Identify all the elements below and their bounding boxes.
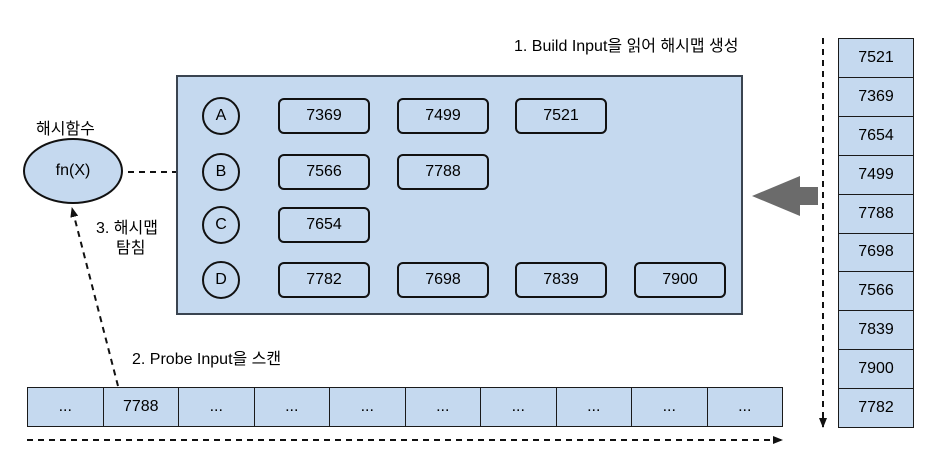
node-d-2: 7839	[515, 262, 607, 298]
probe-cell: ...	[330, 388, 406, 426]
node-b-1: 7788	[397, 154, 489, 190]
node-d-3: 7900	[634, 262, 726, 298]
probe-cell: ...	[405, 388, 481, 426]
probe-cell: ...	[179, 388, 255, 426]
probe-cell: ...	[254, 388, 330, 426]
build-step-label: 1. Build Input을 읽어 해시맵 생성	[514, 38, 739, 55]
probe-cell: ...	[556, 388, 632, 426]
probe-cell: ...	[28, 388, 104, 426]
probe-cell: ...	[632, 388, 708, 426]
bucket-b: B	[202, 153, 240, 191]
probe-step-label-1: 3. 해시맵	[96, 220, 158, 237]
node-b-0: 7566	[278, 154, 370, 190]
probe-scan-label: 2. Probe Input을 스캔	[132, 351, 282, 368]
bucket-d: D	[202, 261, 240, 299]
build-cell: 7839	[839, 311, 913, 351]
node-d-0: 7782	[278, 262, 370, 298]
build-cell: 7788	[839, 194, 913, 234]
node-d-1: 7698	[397, 262, 489, 298]
probe-cell: 7788	[103, 388, 179, 426]
build-to-hashmap-arrow	[752, 176, 818, 216]
node-a-2: 7521	[515, 98, 607, 134]
build-cell: 7698	[839, 233, 913, 273]
hash-function-title: 해시함수	[36, 121, 95, 138]
build-cell: 7900	[839, 350, 913, 390]
build-cell: 7654	[839, 116, 913, 156]
probe-cell: ...	[707, 388, 782, 426]
build-cell: 7499	[839, 155, 913, 195]
bucket-c: C	[202, 206, 240, 244]
probe-to-hash-arrow	[70, 207, 119, 387]
probe-input-table: ... 7788 ... ... ... ... ... ... ... ...	[27, 387, 783, 427]
build-cell: 7369	[839, 77, 913, 117]
node-c-0: 7654	[278, 207, 370, 243]
node-a-0: 7369	[278, 98, 370, 134]
build-cell: 7782	[839, 389, 913, 428]
build-cell: 7566	[839, 272, 913, 312]
bucket-a: A	[202, 97, 240, 135]
probe-cell: ...	[481, 388, 557, 426]
build-input-table: 7521 7369 7654 7499 7788 7698 7566 7839 …	[838, 38, 914, 428]
build-cell: 7521	[839, 39, 913, 78]
hash-function-node: fn(X)	[23, 138, 123, 204]
probe-step-label-2: 탐침	[116, 240, 146, 257]
node-a-1: 7499	[397, 98, 489, 134]
